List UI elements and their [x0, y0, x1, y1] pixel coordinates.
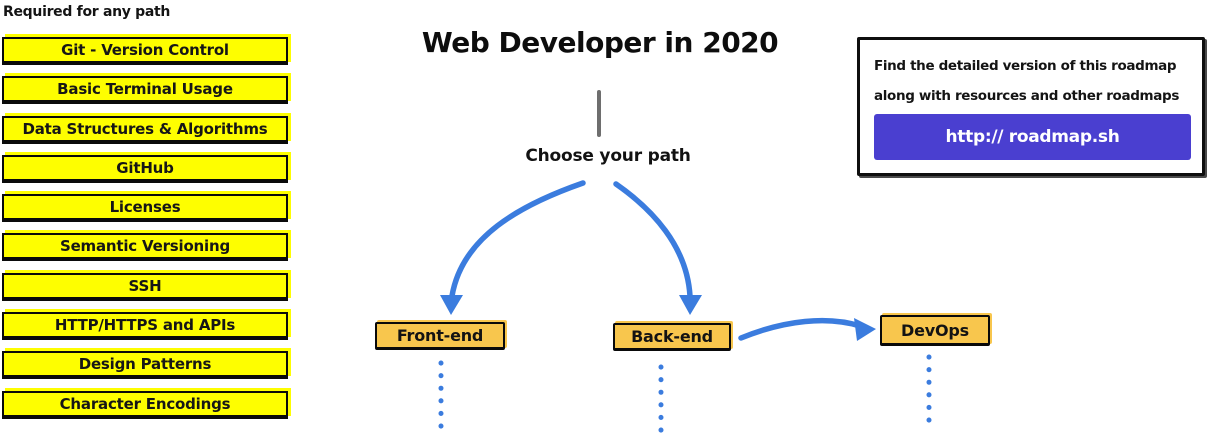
roadmap-link-button[interactable]: http:// roadmap.sh [874, 114, 1191, 160]
required-topic-http[interactable]: HTTP/HTTPS and APIs [2, 312, 288, 341]
required-topic-terminal[interactable]: Basic Terminal Usage [2, 76, 288, 105]
required-topic-ssh[interactable]: SSH [2, 272, 288, 301]
arrowhead-backend-icon [679, 295, 702, 315]
choose-path-label: Choose your path [525, 146, 691, 166]
title-connector-line [597, 90, 601, 137]
info-text-line2: along with resources and other roadmaps [874, 88, 1180, 104]
arrowhead-frontend-icon [440, 295, 463, 315]
arrow-choose-to-backend [613, 181, 693, 299]
required-topics-list: Git - Version Control Basic Terminal Usa… [2, 37, 288, 419]
required-topic-github[interactable]: GitHub [2, 154, 288, 183]
required-topic-design-patterns[interactable]: Design Patterns [2, 351, 288, 380]
path-node-frontend[interactable]: Front-end [375, 322, 505, 350]
required-topic-licenses[interactable]: Licenses [2, 194, 288, 223]
path-node-backend[interactable]: Back-end [613, 323, 731, 351]
path-node-devops[interactable]: DevOps [880, 315, 990, 346]
info-text-line1: Find the detailed version of this roadma… [874, 58, 1177, 74]
required-path-heading: Required for any path [3, 4, 171, 20]
arrow-choose-to-frontend [449, 180, 586, 299]
info-box: Find the detailed version of this roadma… [857, 37, 1205, 176]
page-title: Web Developer in 2020 [421, 26, 779, 59]
required-topic-semver[interactable]: Semantic Versioning [2, 233, 288, 262]
required-topic-git[interactable]: Git - Version Control [2, 37, 288, 65]
arrow-backend-to-devops [738, 317, 863, 341]
required-topic-dsa[interactable]: Data Structures & Algorithms [2, 115, 288, 144]
arrowhead-devops-icon [854, 318, 876, 341]
required-topic-encodings[interactable]: Character Encodings [2, 390, 288, 419]
